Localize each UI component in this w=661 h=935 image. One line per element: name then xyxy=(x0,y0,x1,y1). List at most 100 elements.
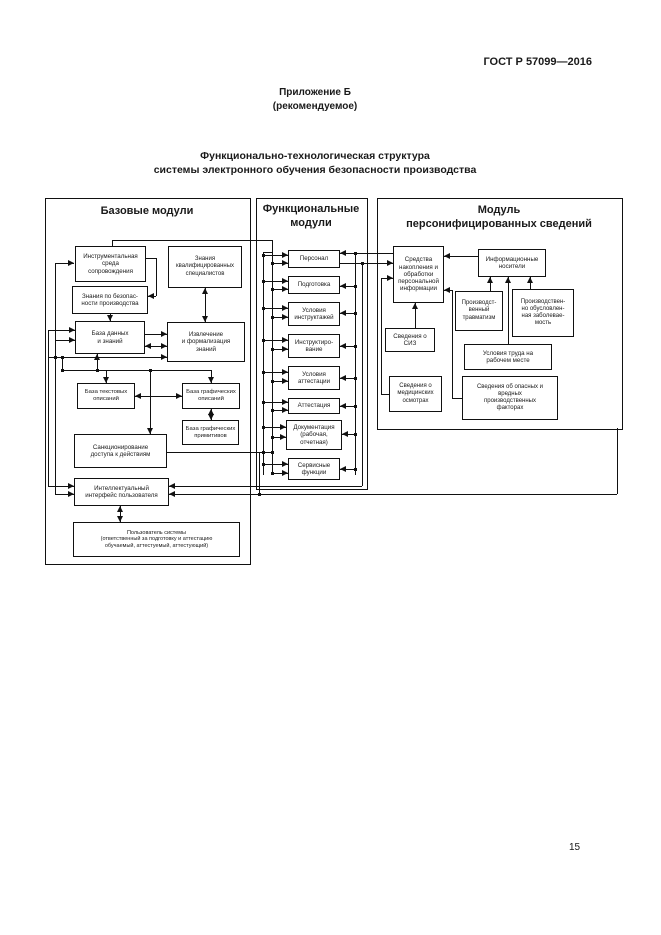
line xyxy=(272,349,288,351)
arrowhead xyxy=(117,506,123,512)
box-hazardous-factors: Сведения об опасных и вредных производст… xyxy=(462,376,558,420)
arrowhead xyxy=(94,354,100,360)
arrowhead xyxy=(282,470,288,476)
line xyxy=(263,281,288,283)
junction-dot xyxy=(149,369,152,372)
junction-dot xyxy=(96,369,99,372)
arrowhead xyxy=(69,337,75,343)
box-documentation: Документация (рабочая, отчетная) xyxy=(286,420,342,450)
arrowhead xyxy=(340,310,346,316)
line xyxy=(444,256,478,258)
line xyxy=(340,346,355,348)
arrowhead xyxy=(145,343,151,349)
arrowhead xyxy=(69,327,75,333)
box-personal-info-processing: Средства накопления и обработки персонал… xyxy=(393,246,444,303)
arrowhead xyxy=(282,252,288,258)
line xyxy=(263,427,286,429)
line xyxy=(263,308,288,310)
arrowhead xyxy=(68,491,74,497)
line xyxy=(205,288,207,322)
line xyxy=(62,370,211,372)
arrowhead xyxy=(282,337,288,343)
page-number: 15 xyxy=(569,842,581,853)
arrowhead xyxy=(340,403,346,409)
junction-dot xyxy=(262,401,265,404)
box-occupational-injuries: Производст- венный травматизм xyxy=(455,291,503,331)
annex-heading: Приложение Б(рекомендуемое) xyxy=(115,86,515,113)
line xyxy=(263,252,272,254)
line xyxy=(263,402,288,404)
line xyxy=(135,396,182,398)
line xyxy=(169,494,617,496)
arrowhead xyxy=(176,393,182,399)
arrowhead xyxy=(412,303,418,309)
line xyxy=(211,370,213,383)
line xyxy=(340,378,355,380)
junction-dot xyxy=(262,371,265,374)
junction-dot xyxy=(61,369,64,372)
junction-dot xyxy=(354,433,357,436)
junction-dot xyxy=(354,312,357,315)
arrowhead xyxy=(340,343,346,349)
line xyxy=(355,253,357,475)
line xyxy=(150,370,152,434)
arrowhead xyxy=(387,275,393,281)
arrowhead xyxy=(161,331,167,337)
junction-dot xyxy=(271,380,274,383)
junction-dot xyxy=(271,409,274,412)
box-graphic-descriptions-base: База графических описаний xyxy=(182,383,240,409)
junction-dot xyxy=(262,254,265,257)
box-access-authorization: Санкционирование доступа к действиям xyxy=(74,434,167,468)
box-ppe-info: Сведения о СИЗ xyxy=(385,328,435,352)
arrowhead xyxy=(282,461,288,467)
figure-title: Функционально-технологическая структура … xyxy=(153,150,477,176)
arrowhead xyxy=(282,369,288,375)
box-data-knowledge-base: База данных и знаний xyxy=(75,321,145,354)
arrowhead xyxy=(161,354,167,360)
arrowhead xyxy=(208,377,214,383)
box-workplace-conditions: Условия труда на рабочем месте xyxy=(464,344,552,370)
arrowhead xyxy=(169,491,175,497)
line xyxy=(97,354,99,370)
panel-title-functional: Функциональные модули xyxy=(262,203,360,229)
line xyxy=(272,240,274,475)
arrowhead xyxy=(282,278,288,284)
line xyxy=(55,340,75,342)
junction-dot xyxy=(54,356,57,359)
arrowhead xyxy=(135,393,141,399)
arrowhead xyxy=(282,260,288,266)
box-production-safety-knowledge: Знания по безопас- ности производства xyxy=(72,286,148,314)
line xyxy=(48,330,50,486)
line xyxy=(362,263,364,486)
junction-dot xyxy=(271,451,274,454)
line xyxy=(55,263,74,265)
junction-dot xyxy=(271,262,274,265)
line xyxy=(48,357,167,359)
line xyxy=(62,357,64,370)
line xyxy=(120,506,122,522)
standard-reference: ГОСТ Р 57099—2016 xyxy=(483,56,592,68)
box-instrumental-environment: Инструментальная среда сопровождения xyxy=(75,246,146,282)
line xyxy=(106,370,108,383)
arrowhead xyxy=(169,483,175,489)
arrowhead xyxy=(68,260,74,266)
junction-dot xyxy=(262,339,265,342)
arrowhead xyxy=(208,414,214,420)
box-expert-knowledge: Знания квалифицированных специалистов xyxy=(168,246,242,288)
arrowhead xyxy=(202,288,208,294)
line xyxy=(272,317,288,319)
line xyxy=(272,289,288,291)
line xyxy=(342,434,355,436)
line xyxy=(381,278,383,394)
arrowhead xyxy=(68,483,74,489)
box-text-descriptions-base: База текстовых описаний xyxy=(77,383,135,409)
line xyxy=(259,452,261,494)
arrowhead xyxy=(340,283,346,289)
line xyxy=(272,263,288,265)
arrowhead xyxy=(527,277,533,283)
line xyxy=(55,263,57,494)
junction-dot xyxy=(354,377,357,380)
junction-dot xyxy=(354,345,357,348)
line xyxy=(272,381,288,383)
line xyxy=(617,428,619,494)
